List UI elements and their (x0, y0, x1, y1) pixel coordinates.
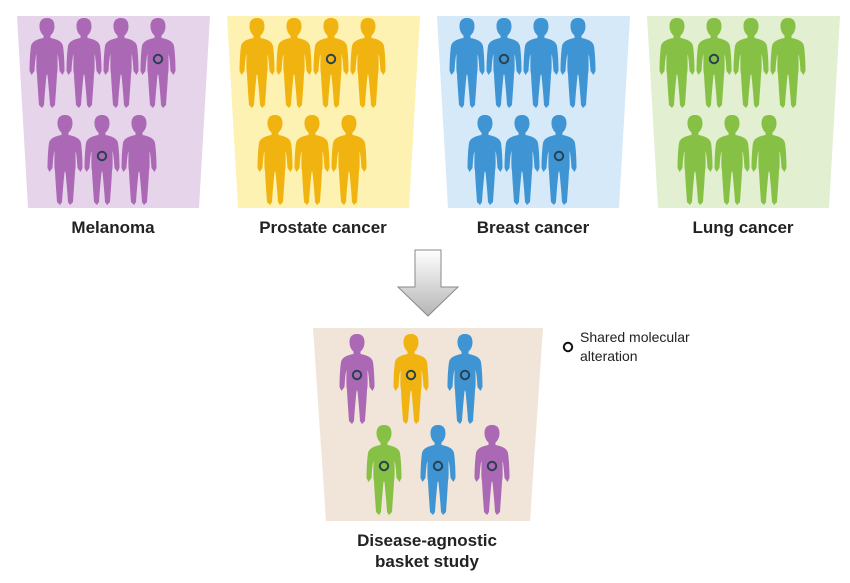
breast-person (467, 115, 503, 205)
breast-cancer-label: Breast cancer (476, 218, 590, 237)
prostate-person (257, 115, 293, 205)
melanoma-person (47, 115, 83, 205)
lung-person (714, 115, 750, 205)
melanoma-person (103, 18, 139, 108)
lung-person (659, 18, 695, 108)
breast-person (523, 18, 559, 108)
melanoma-person (66, 18, 102, 108)
shared-alteration-marker (498, 53, 510, 65)
basket-label-line2: basket study (375, 552, 479, 571)
shared-alteration-marker (405, 369, 417, 381)
basket-person-melanoma (339, 334, 375, 424)
lung-person (770, 18, 806, 108)
shared-alteration-marker (486, 460, 498, 472)
prostate-person (239, 18, 275, 108)
prostate-person (276, 18, 312, 108)
prostate-person (331, 115, 367, 205)
shared-alteration-marker (432, 460, 444, 472)
basket-person-melanoma (474, 425, 510, 515)
melanoma-person (29, 18, 65, 108)
melanoma-person (84, 115, 120, 205)
lung-cancer-label: Lung cancer (692, 218, 794, 237)
shared-alteration-marker (378, 460, 390, 472)
basket-label-line1: Disease-agnostic (357, 531, 497, 550)
lung-person (696, 18, 732, 108)
shared-alteration-marker (459, 369, 471, 381)
shared-alteration-marker (96, 150, 108, 162)
lung-person (733, 18, 769, 108)
legend-line2: alteration (580, 348, 638, 364)
shared-alteration-marker (553, 150, 565, 162)
breast-person (541, 115, 577, 205)
legend-marker-icon (562, 341, 574, 353)
legend-line1: Shared molecular (580, 329, 690, 345)
shared-alteration-marker (325, 53, 337, 65)
legend-text: Shared molecular alteration (580, 328, 730, 366)
shared-alteration-marker (708, 53, 720, 65)
prostate-cancer-label: Prostate cancer (259, 218, 387, 237)
breast-person (449, 18, 485, 108)
breast-person (504, 115, 540, 205)
breast-person (560, 18, 596, 108)
melanoma-label: Melanoma (71, 218, 155, 237)
basket-person-lung (366, 425, 402, 515)
prostate-person (313, 18, 349, 108)
basket-person-breast (447, 334, 483, 424)
basket-person-breast (420, 425, 456, 515)
shared-alteration-marker (152, 53, 164, 65)
lung-person (677, 115, 713, 205)
breast-person (486, 18, 522, 108)
shared-alteration-marker (351, 369, 363, 381)
down-arrow (396, 249, 460, 317)
melanoma-person (140, 18, 176, 108)
lung-person (751, 115, 787, 205)
prostate-person (350, 18, 386, 108)
melanoma-person (121, 115, 157, 205)
basket-study-label: Disease-agnostic basket study (327, 530, 527, 572)
prostate-person (294, 115, 330, 205)
basket-person-prostate (393, 334, 429, 424)
